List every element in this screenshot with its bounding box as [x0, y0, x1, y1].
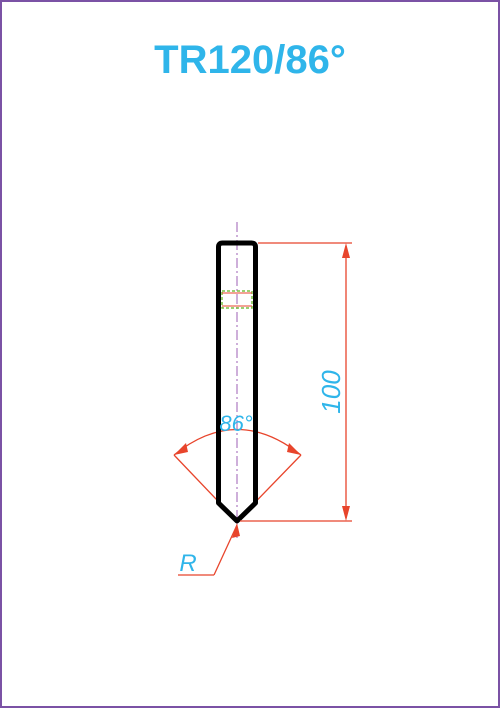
angle-arc	[173, 429, 302, 456]
radius-leader-diagonal	[213, 524, 238, 576]
radius-arrow	[232, 523, 240, 538]
radius-leader	[178, 523, 240, 576]
tool-outline	[216, 240, 258, 524]
height-dimension	[240, 242, 352, 522]
slot-detail	[221, 290, 253, 309]
angle-arrow-left	[174, 443, 188, 455]
angle-dimension-text: 86°	[219, 411, 252, 436]
drawing-title: TR120/86°	[154, 38, 346, 82]
radius-dimension-text: R	[179, 550, 196, 577]
height-arrow-bottom	[342, 506, 350, 521]
height-dimension-text: 100	[316, 370, 346, 414]
angle-arrow-right	[287, 443, 301, 455]
slot-rect	[221, 290, 253, 309]
height-arrow-top	[342, 243, 350, 258]
